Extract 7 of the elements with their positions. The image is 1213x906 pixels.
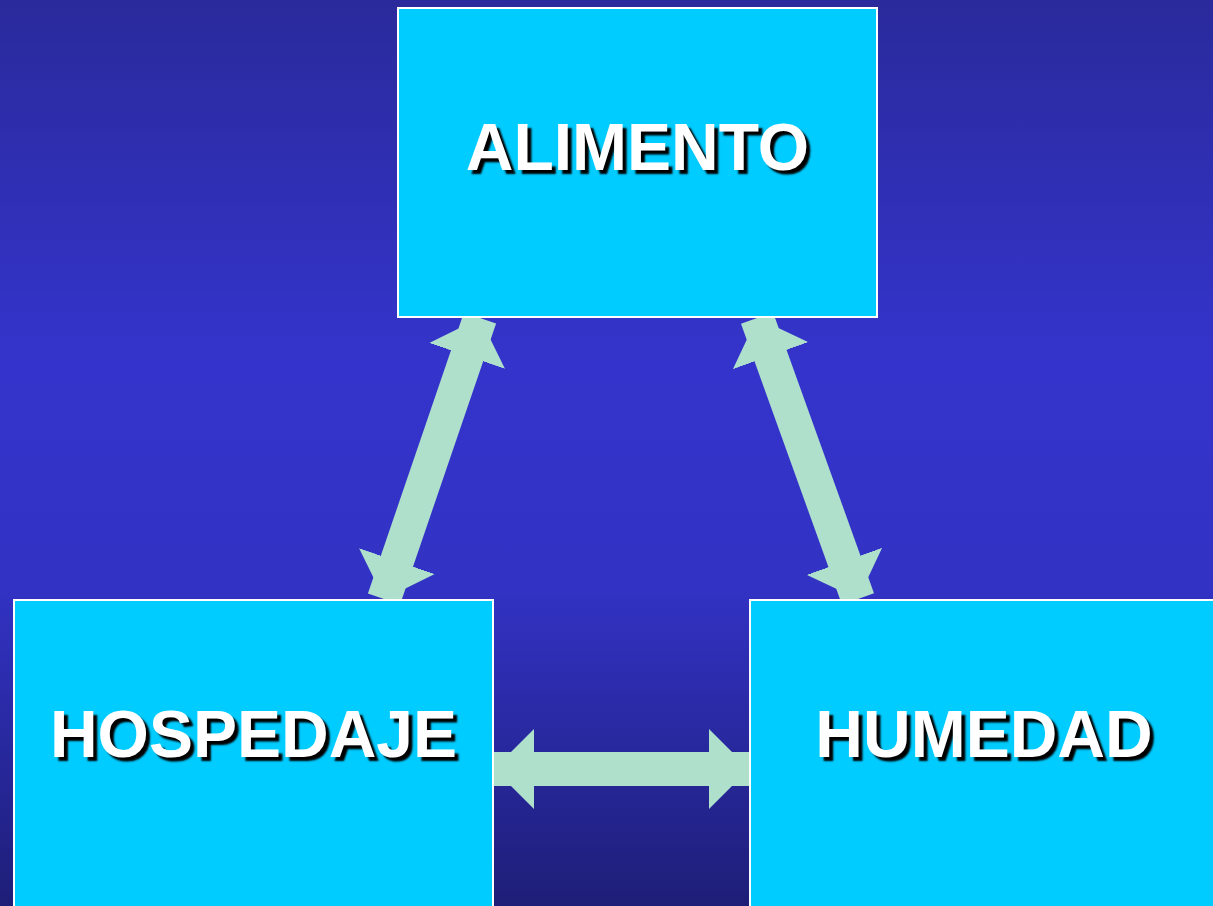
box-title: ALIMENTO: [464, 109, 811, 185]
concept-box: [397, 7, 878, 318]
box-title: HUMEDAD: [814, 696, 1154, 772]
concept-box: [749, 599, 1213, 906]
concept-box: [13, 599, 494, 906]
double-arrow: [494, 729, 749, 809]
box-title: HOSPEDAJE: [48, 696, 459, 772]
